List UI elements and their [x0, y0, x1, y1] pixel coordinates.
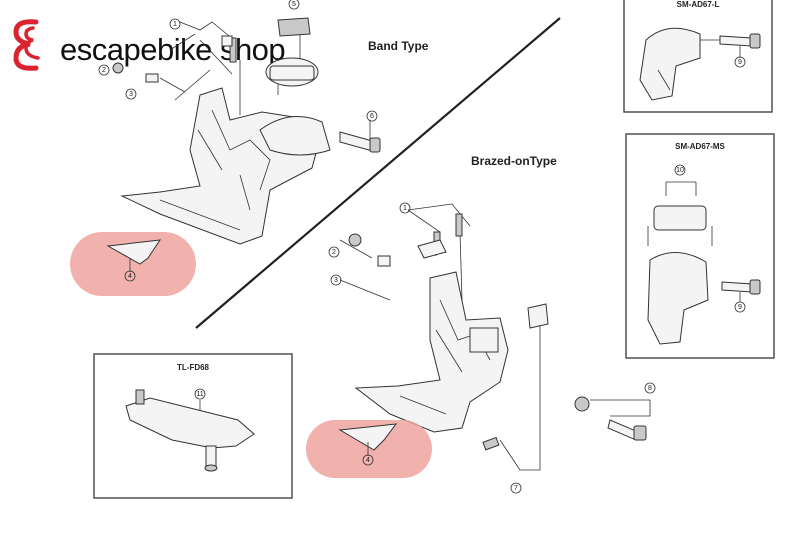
box-sm-ad67-l: SM-AD67-L 9 — [623, 0, 773, 113]
callout-8-brazed: 8 — [648, 385, 652, 392]
sm-ad67-l-title: SM-AD67-L — [677, 0, 720, 9]
highlight-part-4-brazed[interactable] — [306, 420, 432, 478]
callout-7-brazed: 7 — [514, 485, 518, 492]
part-4-band — [106, 239, 162, 265]
callout-5-band: 5 — [292, 1, 296, 8]
part-4-brazed — [338, 423, 398, 451]
callout-1-band: 1 — [173, 21, 177, 28]
band-type-label: Band Type — [368, 39, 429, 53]
callout-2-band: 2 — [102, 67, 106, 74]
callout-1-brazed: 1 — [403, 205, 407, 212]
callout-4-brazed: 4 — [366, 457, 370, 464]
logo-mark-icon — [13, 19, 40, 71]
callout-9-ms: 9 — [738, 304, 742, 311]
highlight-part-4-band[interactable] — [70, 232, 196, 296]
callout-4-band: 4 — [128, 273, 132, 280]
box-tl-fd68: TL-FD68 11 — [93, 353, 293, 499]
logo-text: escapebike shop — [60, 32, 285, 67]
callout-10-ms: 10 — [676, 167, 684, 174]
brazed-on-derailleur — [339, 203, 651, 471]
shop-logo[interactable]: escapebike shop — [13, 19, 286, 71]
callout-9-l: 9 — [738, 59, 742, 66]
section-divider — [195, 17, 561, 329]
callout-3-brazed: 3 — [334, 277, 338, 284]
callout-3-band: 3 — [129, 91, 133, 98]
callout-2-brazed: 2 — [332, 249, 336, 256]
sm-ad67-ms-title: SM-AD67-MS — [675, 142, 725, 151]
band-type-derailleur — [112, 17, 381, 245]
tl-fd68-tool — [125, 397, 255, 449]
callout-6-band: 6 — [370, 113, 374, 120]
tl-fd68-title: TL-FD68 — [177, 363, 210, 372]
callout-11-tool: 11 — [196, 391, 203, 398]
brazed-on-type-label: Brazed-onType — [471, 154, 557, 168]
box-sm-ad67-ms: SM-AD67-MS 10 9 — [625, 133, 775, 359]
